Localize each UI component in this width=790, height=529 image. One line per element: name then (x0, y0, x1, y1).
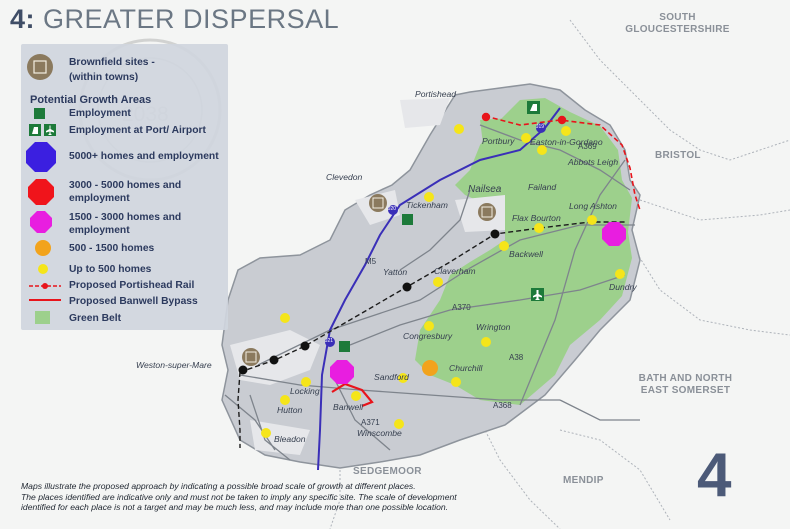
proposed-rail-line (484, 115, 641, 211)
place-claverham: Claverham (434, 266, 476, 276)
region-banes-1: BATH AND NORTH (638, 373, 733, 384)
region-banes-2: EAST SOMERSET (640, 385, 731, 396)
region-south-glos: SOUTH GLOUCESTERSHIRE (625, 12, 730, 36)
legend-homes-up: Up to 500 homes (69, 264, 152, 275)
footnote-line-1: Maps illustrate the proposed approach by… (21, 481, 416, 491)
footnote-line-2: The places identified are indicative onl… (21, 491, 457, 502)
proposed-banwell-bypass (331, 382, 374, 408)
region-mendip: MENDIP (563, 475, 604, 486)
green-belt-legend-icon (35, 311, 50, 324)
place-portbury: Portbury (482, 136, 515, 146)
place-churchill: Churchill (449, 363, 483, 373)
green-belt-area (415, 98, 632, 405)
place-tickenham: Tickenham (406, 200, 448, 210)
homes-5000-legend-icon (26, 142, 56, 172)
place-failand: Failand (528, 182, 557, 192)
homes-1500-legend-icon (30, 211, 52, 233)
road-a368: A368 (493, 401, 512, 410)
legend-homes-3000-2: employment (69, 193, 130, 204)
rail-legend-icon (29, 283, 61, 289)
legend-homes-3000-1: 3000 - 5000 homes and (69, 180, 182, 191)
legend-port-airport: Employment at Port/ Airport (69, 125, 206, 136)
region-banes: BATH AND NORTH EAST SOMERSET (628, 373, 743, 397)
region-bristol: BRISTOL (655, 150, 701, 161)
place-winscombe: Winscombe (357, 428, 402, 438)
junction-j20: J20 (388, 206, 397, 212)
growth-up-to-500 (261, 124, 625, 438)
place-banwell: Banwell (333, 402, 364, 412)
employment-legend-icon (34, 108, 45, 119)
legend-brownfield-1: Brownfield sites - (69, 57, 155, 68)
legend-growth-heading: Potential Growth Areas (30, 94, 152, 106)
junction-j21: J21 (325, 338, 334, 344)
region-sedgemoor: SEDGEMOOR (353, 466, 422, 477)
m5-motorway (317, 107, 561, 471)
legend-rail: Proposed Portishead Rail (69, 280, 195, 291)
legend-homes-1500-2: employment (69, 225, 130, 236)
homes-3000-legend-icon (28, 179, 54, 205)
rail-stations (238, 229, 500, 375)
homes-up-legend-icon (38, 264, 48, 274)
homes-500-legend-icon (35, 240, 51, 256)
growth-1500-3000-long-ashton (602, 222, 626, 246)
growth-500-1500-churchill (422, 360, 438, 376)
place-easton: Easton-in-Gordano (530, 137, 603, 147)
place-wsm: Weston-super-Mare (136, 360, 212, 370)
port-airport-legend-icon (29, 124, 56, 136)
road-m5: M5 (365, 257, 377, 266)
road-a371: A371 (361, 418, 380, 427)
legend-green-belt: Green Belt (69, 313, 122, 324)
employment-tickenham (402, 214, 413, 225)
place-congresbury: Congresbury (403, 331, 453, 341)
place-sandford: Sandford (374, 372, 409, 382)
proposed-portishead-rail (239, 221, 625, 373)
place-flax-bourton: Flax Bourton (512, 213, 561, 223)
brownfield-legend-icon (27, 54, 53, 80)
page-title: 4: GREATER DISPERSAL (10, 4, 339, 35)
place-clevedon: Clevedon (326, 172, 363, 182)
disclaimer-note: Maps illustrate the proposed approach by… (21, 481, 541, 513)
place-yatton: Yatton (383, 267, 408, 277)
road-a38: A38 (509, 353, 524, 362)
rail-line-south (237, 371, 241, 448)
bypass-legend-icon (29, 299, 61, 301)
road-a369: A369 (578, 142, 597, 151)
legend-bypass: Proposed Banwell Bypass (69, 296, 198, 307)
road-network (224, 124, 640, 461)
legend-homes-1500-1: 1500 - 3000 homes and (69, 212, 182, 223)
place-wrington: Wrington (476, 322, 511, 332)
title-number: 4: (10, 4, 36, 34)
scenario-number: 4 (697, 441, 732, 510)
junction-j19: J19 (536, 124, 545, 130)
employment-locking (339, 341, 350, 352)
rail-station-markers-red (481, 112, 567, 125)
title-text: GREATER DISPERSAL (43, 4, 340, 34)
legend-homes-5000: 5000+ homes and employment (69, 151, 219, 162)
place-hutton: Hutton (277, 405, 303, 415)
place-long-ashton: Long Ashton (569, 201, 617, 211)
place-dundry: Dundry (609, 282, 637, 292)
place-locking: Locking (290, 386, 320, 396)
place-bleadon: Bleadon (274, 434, 306, 444)
road-a370: A370 (452, 303, 471, 312)
district-boundaries (329, 19, 790, 529)
legend-homes-500: 500 - 1500 homes (69, 243, 155, 254)
footnote-line-3: identified for each place is not a targe… (21, 502, 449, 512)
place-backwell: Backwell (509, 249, 543, 259)
place-portishead: Portishead (415, 89, 457, 99)
motorway-junction-markers (325, 123, 546, 347)
region-south-glos-1: SOUTH (659, 12, 696, 23)
port-icon (527, 101, 540, 114)
place-nailsea: Nailsea (468, 184, 502, 195)
legend-brownfield-2: (within towns) (69, 72, 139, 83)
legend-employment: Employment (69, 108, 131, 119)
airport-icon (531, 288, 544, 301)
place-abbots: Abbots Leigh (568, 157, 619, 167)
growth-1500-3000-banwell (330, 360, 354, 384)
map-legend: Brownfield sites - (within towns) Potent… (21, 44, 228, 330)
region-south-glos-2: GLOUCESTERSHIRE (625, 24, 730, 35)
brownfield-markers (242, 194, 496, 366)
